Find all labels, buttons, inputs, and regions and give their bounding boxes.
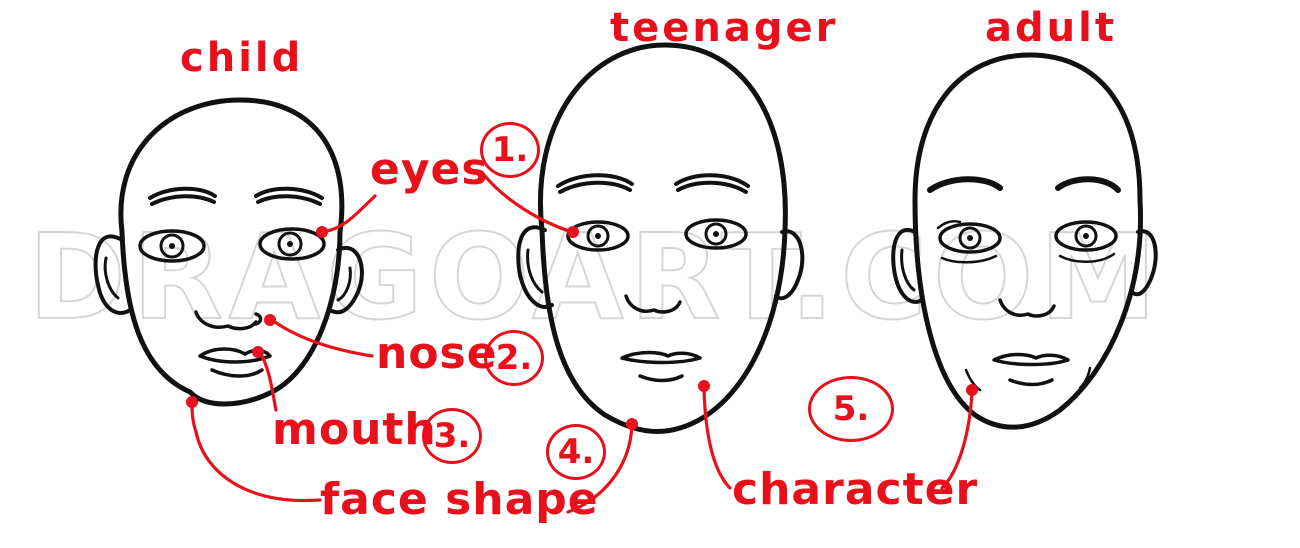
teenager-eye-right	[684, 218, 748, 250]
teenager-mouth	[620, 350, 702, 383]
child-brow-right	[254, 186, 324, 206]
adult-face	[891, 52, 1158, 430]
teenager-head-outline	[538, 42, 788, 435]
step-badge-3: 3.	[422, 408, 482, 464]
adult-head-outline	[912, 52, 1143, 430]
label-nose: nose	[376, 328, 498, 379]
teenager-ear-right	[774, 229, 805, 301]
title-adult: adult	[985, 5, 1117, 51]
adult-ear-left	[891, 228, 924, 304]
child-ear-left	[93, 234, 132, 315]
adult-eye-right	[1054, 220, 1118, 252]
step-badge-5: 5.	[808, 376, 894, 442]
child-eye-right	[258, 227, 326, 261]
child-ear-right	[328, 246, 364, 315]
annotation-leaders	[186, 174, 978, 514]
child-nose	[194, 310, 263, 331]
teenager-face	[516, 42, 805, 435]
child-head-outline	[118, 97, 345, 407]
adult-brow-left	[927, 176, 1003, 193]
child-face	[93, 97, 364, 407]
child-eye-left	[138, 229, 206, 263]
adult-brow-right	[1055, 176, 1121, 193]
teenager-ear-left	[516, 225, 554, 309]
step-badge-4: 4.	[546, 424, 606, 480]
title-teenager: teenager	[610, 5, 839, 51]
teenager-brow-left	[556, 173, 634, 194]
step-badge-2: 2.	[484, 330, 544, 386]
label-eyes: eyes	[370, 144, 489, 195]
adult-ear-right	[1130, 229, 1158, 297]
title-child: child	[180, 35, 304, 81]
teenager-nose	[624, 294, 682, 314]
teenager-brow-right	[674, 173, 750, 194]
label-mouth: mouth	[272, 404, 437, 455]
adult-nose	[998, 298, 1056, 318]
label-character: character	[732, 464, 979, 515]
watermark: DRAGOART.COM	[27, 207, 1163, 347]
child-brow-left	[148, 186, 217, 206]
teenager-eye-left	[566, 220, 630, 252]
step-badge-1: 1.	[480, 122, 540, 178]
label-face-shape: face shape	[320, 474, 599, 525]
adult-eye-left	[938, 222, 1002, 254]
adult-mouth	[992, 352, 1070, 387]
